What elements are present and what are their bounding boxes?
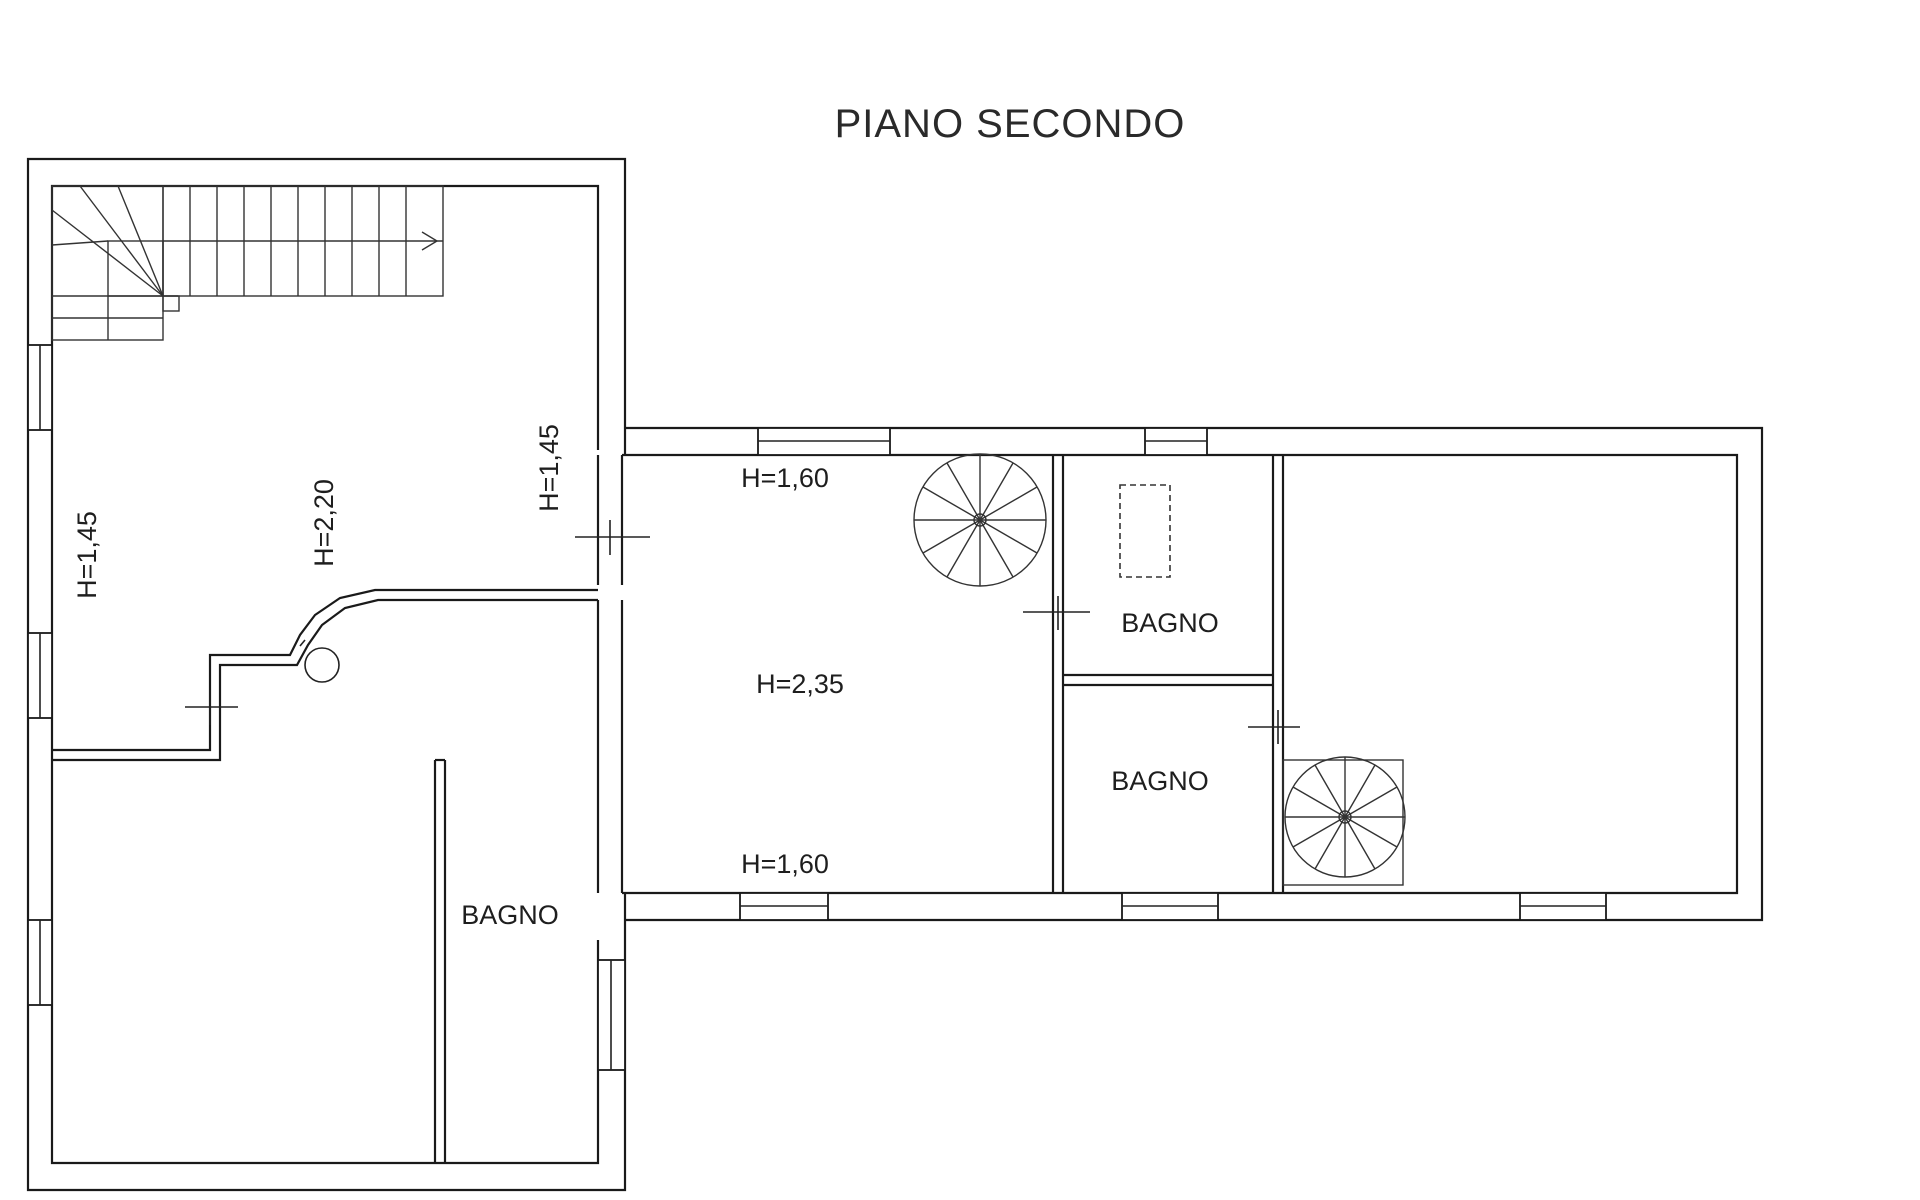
left-wing-height-label: H=1,45 <box>72 511 102 599</box>
bath-left-label: BAGNO <box>461 900 559 930</box>
left-wing-walls <box>26 157 627 1192</box>
living-center-height-label: H=2,35 <box>756 669 844 699</box>
corridor-height-label: H=1,45 <box>534 424 564 512</box>
plan-title: PIANO SECONDO <box>835 102 1186 146</box>
right-wing-partitions <box>1051 455 1285 893</box>
bath-upper-right-label: BAGNO <box>1121 608 1219 638</box>
windows <box>27 344 1607 1071</box>
bath-lower-right-label: BAGNO <box>1111 766 1209 796</box>
left-wing-partitions <box>52 588 598 1163</box>
left-room-height-label: H=2,20 <box>309 479 339 567</box>
living-top-height-label: H=1,60 <box>741 463 829 493</box>
skylight-outline <box>1119 484 1171 578</box>
living-bottom-height-label: H=1,60 <box>741 849 829 879</box>
door-marks <box>185 520 1300 744</box>
spiral-staircase-icon <box>913 453 1047 587</box>
round-column-icon <box>299 639 340 683</box>
spiral-staircase-icon <box>1282 756 1406 886</box>
straight-staircase <box>51 185 444 341</box>
